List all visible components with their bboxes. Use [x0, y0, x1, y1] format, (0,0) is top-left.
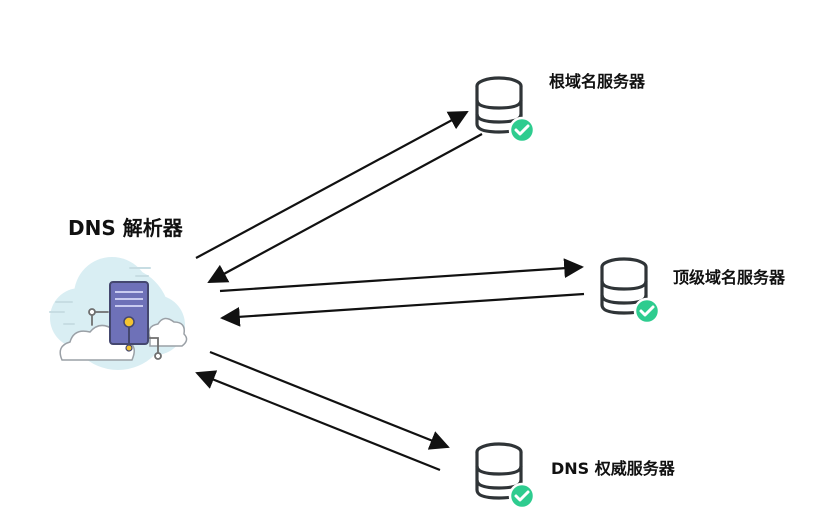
root-server-label: 根域名服务器 — [549, 72, 646, 91]
tld-server-database-icon — [600, 257, 661, 325]
tld-server-label: 顶级域名服务器 — [673, 268, 786, 287]
query-arrow-to-tld — [219, 258, 584, 293]
root-server-database-icon — [475, 76, 536, 144]
check-badge-icon — [508, 482, 536, 510]
response-arrow-from-root — [207, 133, 483, 283]
response-arrow-from-tld — [220, 292, 585, 327]
resolver-label: DNS 解析器 — [68, 216, 183, 240]
query-arrow-to-authoritative — [209, 350, 450, 450]
cloud-server-icon — [49, 257, 188, 370]
response-arrow-from-authoritative — [195, 370, 441, 472]
query-arrow-to-root — [195, 111, 469, 259]
check-badge-icon — [508, 116, 536, 144]
check-badge-icon — [633, 297, 661, 325]
authoritative-server-database-icon — [475, 442, 536, 510]
authoritative-server-label: DNS 权威服务器 — [551, 459, 675, 478]
